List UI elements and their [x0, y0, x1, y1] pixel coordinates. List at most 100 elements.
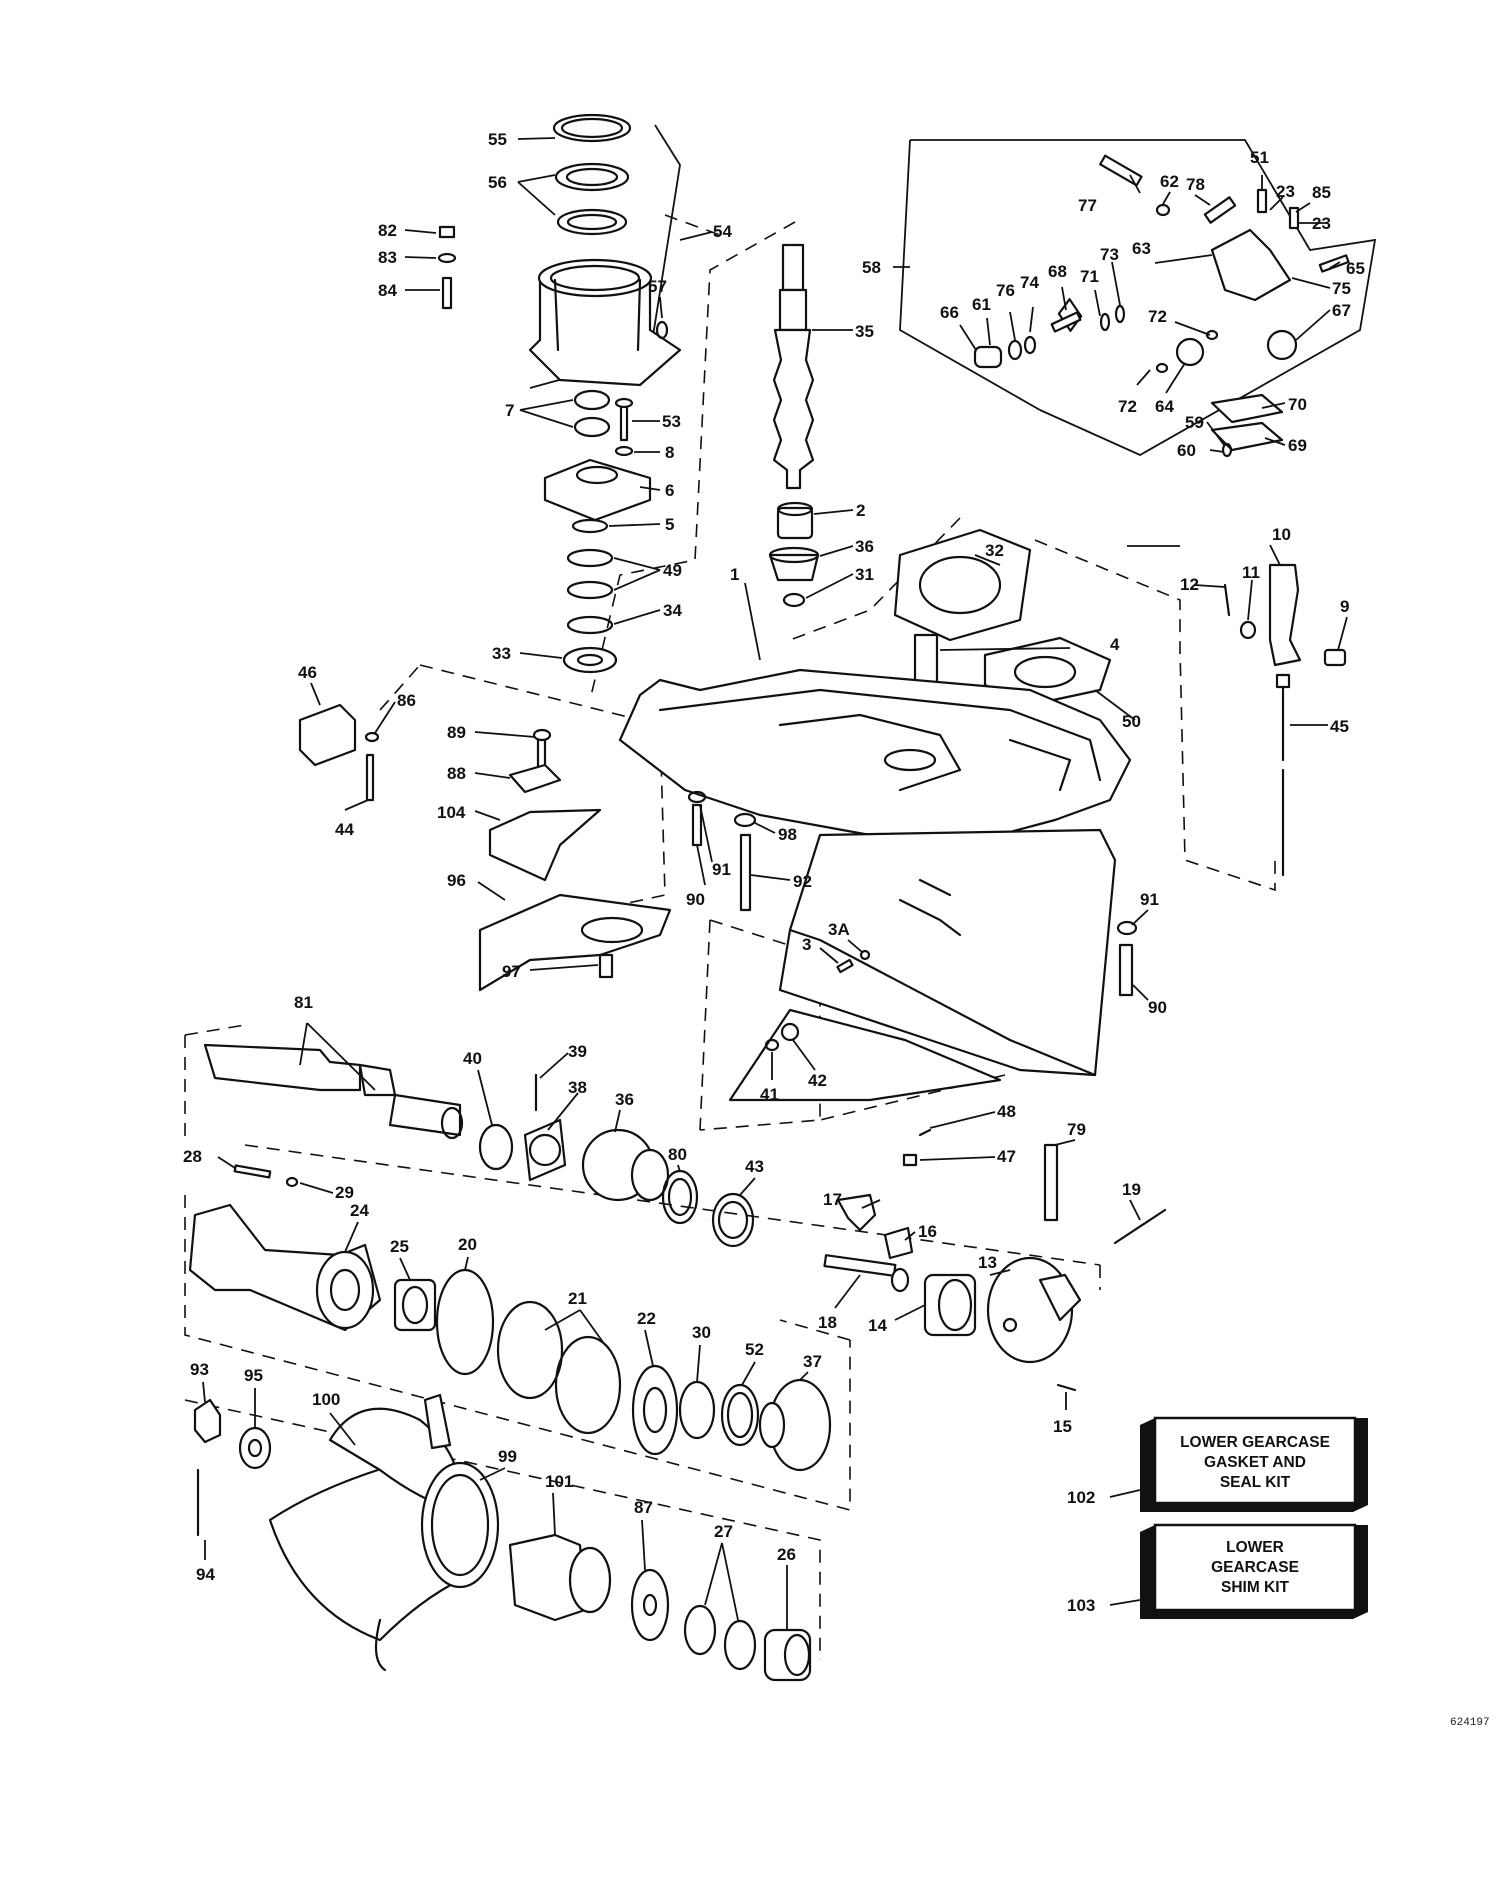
callout-32: 32 [985, 541, 1004, 560]
callout-75: 75 [1332, 279, 1351, 298]
callout-91-right: 91 [1140, 890, 1159, 909]
callout-60: 60 [1177, 441, 1196, 460]
callout-68: 68 [1048, 262, 1067, 281]
kit-gasket-line-1: LOWER GEARCASE [1180, 1434, 1330, 1451]
callout-3: 3 [802, 935, 811, 954]
callout-31: 31 [855, 565, 874, 584]
callout-6: 6 [665, 481, 674, 500]
callout-102: 102 [1067, 1488, 1095, 1507]
callout-24: 24 [350, 1201, 369, 1220]
callout-46: 46 [298, 663, 317, 682]
callout-103: 103 [1067, 1596, 1095, 1615]
callout-13: 13 [978, 1253, 997, 1272]
callout-86: 86 [397, 691, 416, 710]
callout-33: 33 [492, 644, 511, 663]
callout-94: 94 [196, 1565, 215, 1584]
callout-45: 45 [1330, 717, 1349, 736]
callout-34: 34 [663, 601, 682, 620]
callout-47: 47 [997, 1147, 1016, 1166]
callout-62: 62 [1160, 172, 1179, 191]
callout-66: 66 [940, 303, 959, 322]
callout-18: 18 [818, 1313, 837, 1332]
parts [188, 113, 1350, 1682]
callout-28: 28 [183, 1147, 202, 1166]
callout-88: 88 [447, 764, 466, 783]
callout-96: 96 [447, 871, 466, 890]
callout-22: 22 [637, 1309, 656, 1328]
callout-104: 104 [437, 803, 466, 822]
callout-84: 84 [378, 281, 397, 300]
callout-101: 101 [545, 1472, 573, 1491]
callout-100: 100 [312, 1390, 340, 1409]
callout-9: 9 [1340, 597, 1349, 616]
callout-16: 16 [918, 1222, 937, 1241]
callout-25: 25 [390, 1237, 409, 1256]
callout-51: 51 [1250, 148, 1269, 167]
callout-99: 99 [498, 1447, 517, 1466]
callout-10: 10 [1272, 525, 1291, 544]
callout-30: 30 [692, 1323, 711, 1342]
callout-39: 39 [568, 1042, 587, 1061]
callout-90-right: 90 [1148, 998, 1167, 1017]
callout-labels: 55 56 54 82 83 84 57 7 53 8 6 5 49 34 33… [183, 130, 1365, 1615]
callout-48: 48 [997, 1102, 1016, 1121]
callout-20: 20 [458, 1235, 477, 1254]
group-outlines [184, 124, 1377, 1660]
callout-95: 95 [244, 1366, 263, 1385]
callout-59: 59 [1185, 413, 1204, 432]
callout-26: 26 [777, 1545, 796, 1564]
callout-40: 40 [463, 1049, 482, 1068]
callout-23-lower: 23 [1312, 214, 1331, 233]
callout-57: 57 [648, 277, 667, 296]
callout-54: 54 [713, 222, 732, 241]
callout-19: 19 [1122, 1180, 1141, 1199]
callout-92: 92 [793, 872, 812, 891]
callout-55: 55 [488, 130, 507, 149]
callout-72-upper: 72 [1148, 307, 1167, 326]
kit-shim: LOWER GEARCASE SHIM KIT [1140, 1523, 1368, 1619]
callout-73: 73 [1100, 245, 1119, 264]
callout-69: 69 [1288, 436, 1307, 455]
callout-15: 15 [1053, 1417, 1072, 1436]
drawing-number: 624197 [1450, 1717, 1490, 1729]
callout-74: 74 [1020, 273, 1039, 292]
callout-7: 7 [505, 401, 514, 420]
callout-23-upper: 23 [1276, 182, 1295, 201]
callout-2: 2 [856, 501, 865, 520]
callout-1: 1 [730, 565, 739, 584]
callout-36-pinion: 36 [855, 537, 874, 556]
kit-shim-line-2: GEARCASE [1211, 1559, 1299, 1576]
callout-98: 98 [778, 825, 797, 844]
callout-85: 85 [1312, 183, 1331, 202]
callout-5: 5 [665, 515, 674, 534]
callout-17: 17 [823, 1190, 842, 1209]
callout-44: 44 [335, 820, 354, 839]
callout-76: 76 [996, 281, 1015, 300]
callout-81: 81 [294, 993, 313, 1012]
callout-52: 52 [745, 1340, 764, 1359]
callout-65: 65 [1346, 259, 1365, 278]
callout-3a: 3A [828, 920, 850, 939]
callout-37: 37 [803, 1352, 822, 1371]
callout-67: 67 [1332, 301, 1351, 320]
callout-77: 77 [1078, 196, 1097, 215]
callout-38: 38 [568, 1078, 587, 1097]
callout-43: 43 [745, 1157, 764, 1176]
callout-80: 80 [668, 1145, 687, 1164]
kit-gasket-line-2: GASKET AND [1204, 1454, 1306, 1471]
kit-shim-line-1: LOWER [1226, 1539, 1284, 1556]
callout-90-left: 90 [686, 890, 705, 909]
callout-8: 8 [665, 443, 674, 462]
callout-91-left: 91 [712, 860, 731, 879]
callout-50: 50 [1122, 712, 1141, 731]
callout-82: 82 [378, 221, 397, 240]
kit-gasket-seal: LOWER GEARCASE GASKET AND SEAL KIT [1140, 1416, 1368, 1512]
callout-27: 27 [714, 1522, 733, 1541]
leader-lines [202, 137, 1348, 1630]
callout-70: 70 [1288, 395, 1307, 414]
callout-53: 53 [662, 412, 681, 431]
callout-83: 83 [378, 248, 397, 267]
callout-42: 42 [808, 1071, 827, 1090]
callout-14: 14 [868, 1316, 887, 1335]
